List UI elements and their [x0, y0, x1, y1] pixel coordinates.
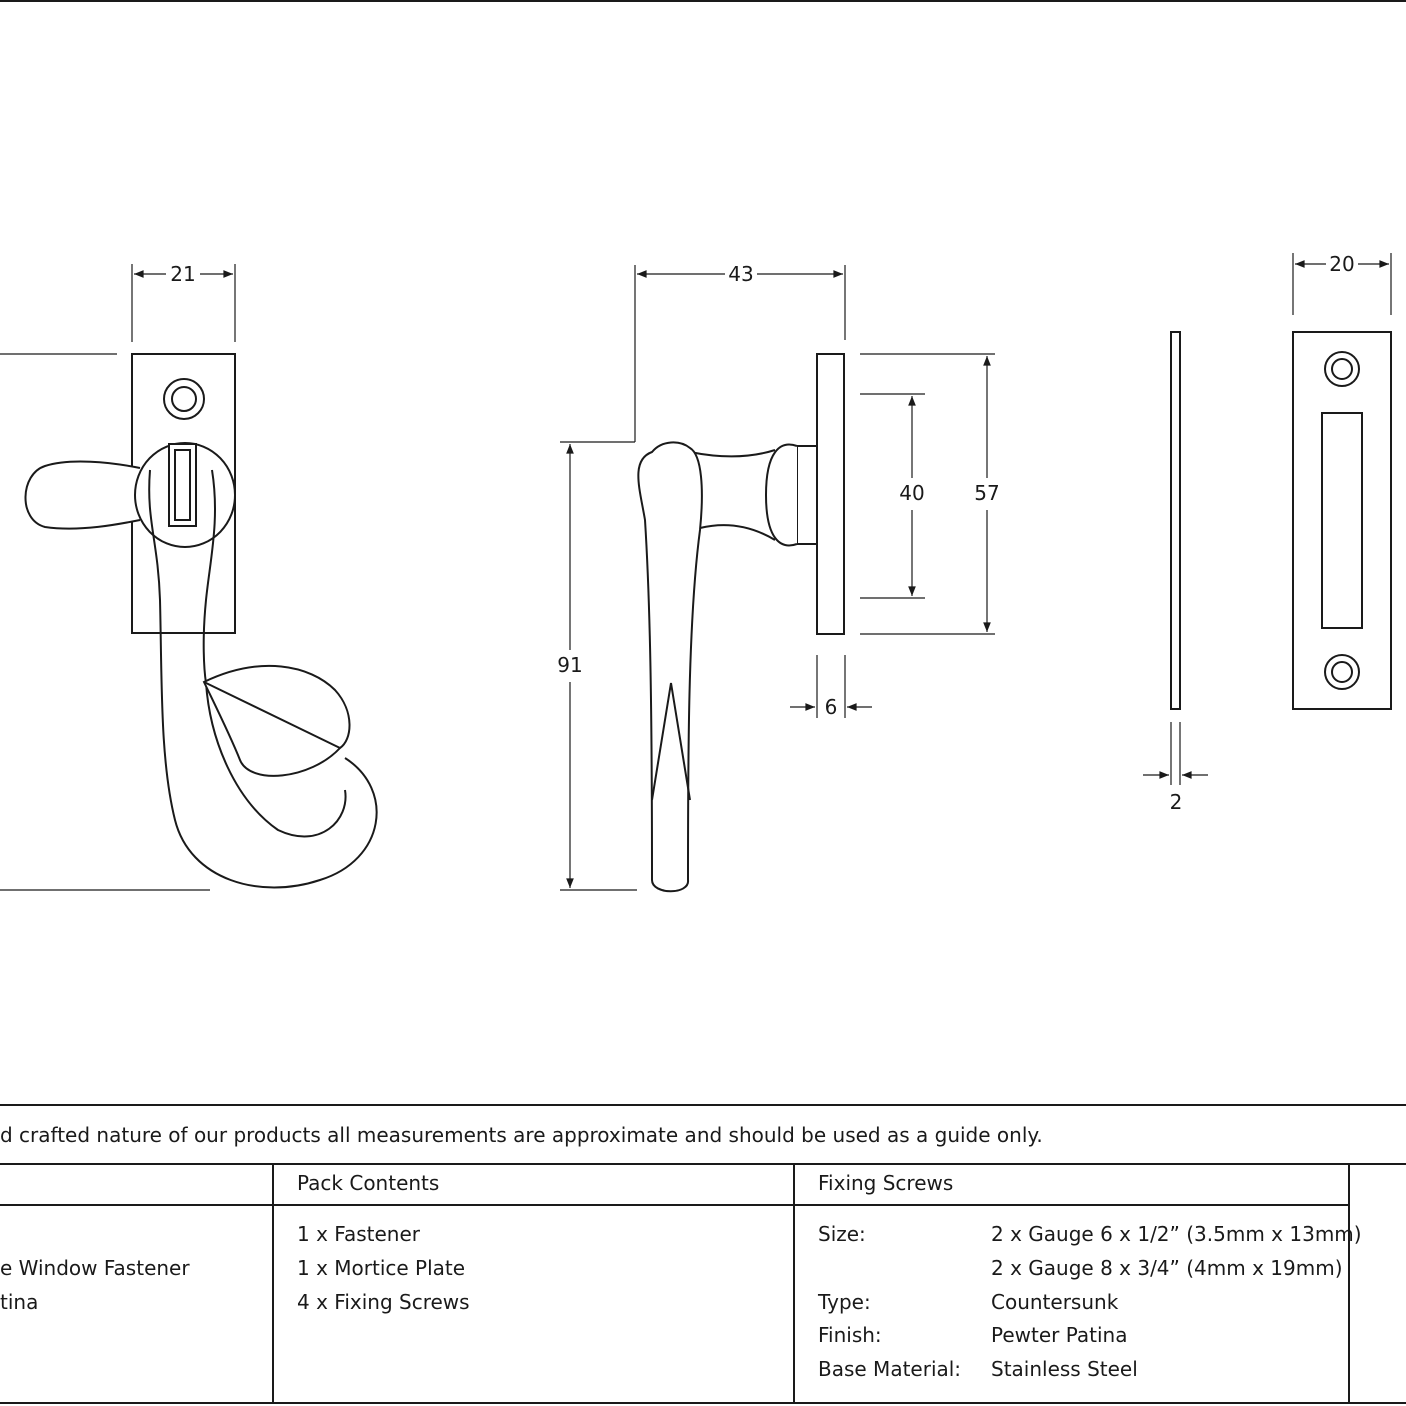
dim-side-height: 91: [557, 653, 582, 677]
table-divider-2: [793, 1163, 795, 1404]
mortice-side-view: [1143, 331, 1208, 785]
dim-front-width: 21: [170, 262, 195, 286]
table-top-rule: [0, 1163, 1406, 1165]
pack-item: 1 x Fastener: [297, 1222, 420, 1246]
technical-drawing: 21 43 91 40 57 6 2 20: [0, 252, 1392, 893]
table-header-rule: [0, 1204, 1350, 1206]
size-label: Size:: [818, 1222, 866, 1246]
base-material-label: Base Material:: [818, 1357, 962, 1381]
pack-item: 1 x Mortice Plate: [297, 1256, 466, 1280]
dim-plate-outer: 57: [974, 481, 999, 505]
dim-mortice-thickness: 2: [1170, 790, 1183, 814]
mortice-front-view: [1292, 253, 1392, 710]
finish-label: Finish:: [818, 1323, 882, 1347]
dim-side-depth: 43: [728, 262, 753, 286]
front-view: [0, 264, 378, 891]
finish-value: Pewter Patina: [991, 1323, 1128, 1347]
side-view: [560, 265, 995, 893]
pack-item: 4 x Fixing Screws: [297, 1290, 470, 1314]
product-name-fragment: e Window Fastener: [0, 1256, 190, 1280]
top-border: [0, 0, 1406, 2]
fixing-screws-header: Fixing Screws: [818, 1171, 954, 1195]
size-value-2: 2 x Gauge 8 x 3/4” (4mm x 19mm): [991, 1256, 1343, 1280]
type-value: Countersunk: [991, 1290, 1119, 1314]
disclaimer-text: d crafted nature of our products all mea…: [0, 1123, 1043, 1147]
product-finish-fragment: tina: [0, 1290, 39, 1314]
pack-contents-header: Pack Contents: [297, 1171, 440, 1195]
disclaimer-top-rule: [0, 1104, 1406, 1106]
dim-plate-thickness: 6: [825, 695, 838, 719]
table-divider-3: [1348, 1163, 1350, 1404]
base-material-value: Stainless Steel: [991, 1357, 1138, 1381]
table-bottom-rule: [0, 1402, 1406, 1404]
size-value-1: 2 x Gauge 6 x 1/2” (3.5mm x 13mm): [991, 1222, 1362, 1246]
type-label: Type:: [818, 1290, 871, 1314]
dim-plate-inner: 40: [899, 481, 924, 505]
dim-mortice-width: 20: [1329, 252, 1354, 276]
table-divider-1: [272, 1163, 274, 1404]
